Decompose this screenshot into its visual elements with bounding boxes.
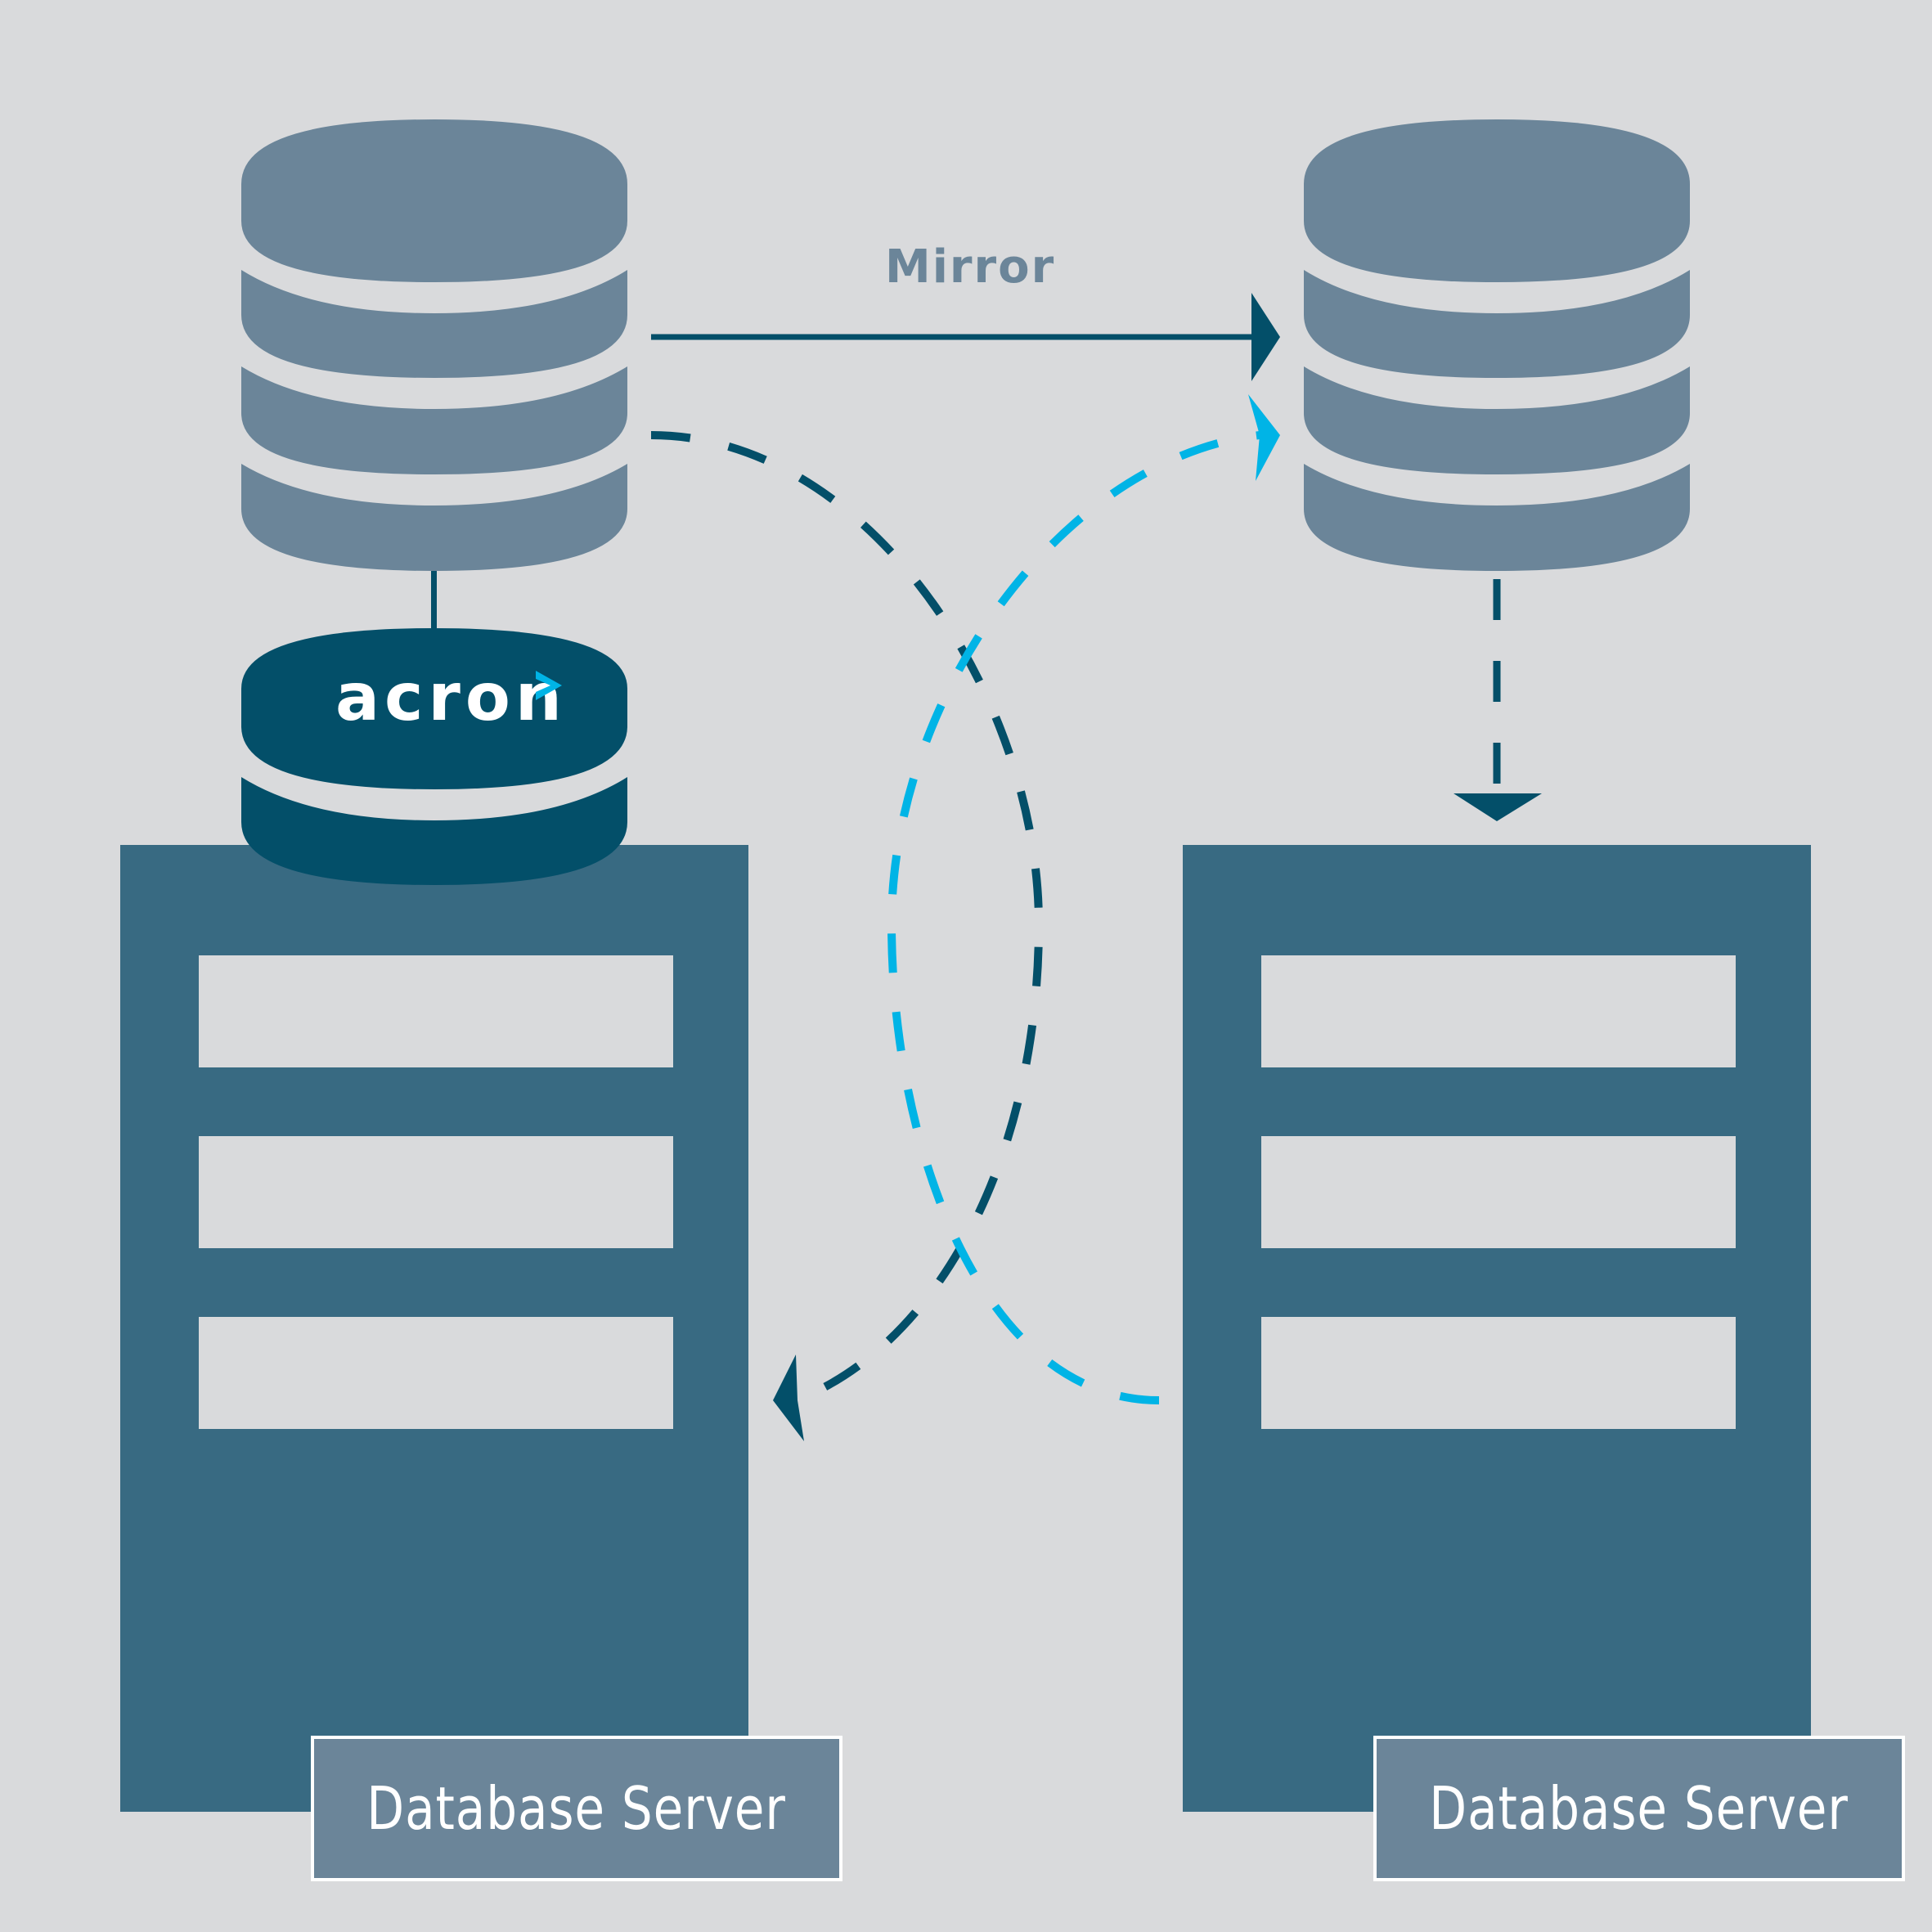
mirror-label: Mirror [885,240,1055,294]
connector-line [431,571,437,628]
right-server-label-text: Database Server [1429,1774,1849,1843]
database-icon-mirror [1304,119,1690,571]
right-server-arrow-head-icon [1453,793,1542,821]
server-slot [1261,955,1736,1067]
acron-chevron-icon [536,671,562,700]
server-slot [1261,1317,1736,1429]
server-icon-right [1183,845,1811,1812]
mirror-db-arrow-head-icon [1248,394,1280,481]
acron-logo-text: acron [335,659,567,735]
server-slot [199,1136,673,1248]
server-slot [199,1317,673,1429]
right-server-label: Database Server [1373,1736,1905,1881]
server-icon-left [120,845,748,1812]
acron-database-icon [241,628,627,885]
database-icon-primary [241,119,627,571]
dashed-arrow-primary-to-left-server [650,431,1044,1395]
dashed-arrow-right-server-to-mirror [887,431,1260,1404]
left-server-arrow-head-icon [773,1355,804,1441]
server-slot [199,955,673,1067]
left-server-label-text: Database Server [366,1774,787,1843]
left-server-label: Database Server [311,1736,842,1881]
server-slot [1261,1136,1736,1248]
mirror-arrow-head-icon [1251,293,1280,381]
